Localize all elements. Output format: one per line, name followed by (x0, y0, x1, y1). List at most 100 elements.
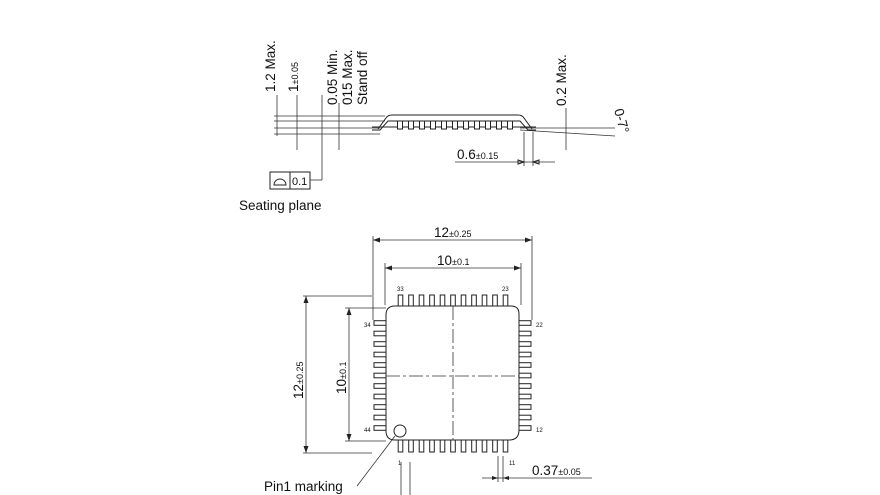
lead-top (492, 294, 498, 307)
dim-overall-width-tol: ±0.25 (449, 229, 471, 239)
lead-bottom (492, 439, 498, 453)
lead-right (518, 341, 532, 347)
dim-height-max: 1.2 Max. (263, 40, 278, 92)
dim-overall-height-nominal: 12 (291, 384, 306, 399)
dim-foot-nominal: 0.6 (457, 147, 476, 162)
dim-body-width-tol: ±0.1 (452, 257, 469, 267)
dim-body-width-nominal: 10 (437, 253, 452, 268)
pin-label-23: 23 (502, 287, 509, 293)
lead-bottom (471, 439, 477, 453)
dim-body-tol: ±0.05 (290, 62, 300, 84)
dim-foot: 0.6±0.15 (457, 147, 498, 162)
pin-label-34: 34 (364, 323, 371, 329)
lead-left (373, 341, 387, 347)
lead-left (373, 383, 387, 389)
lead-top (408, 294, 414, 307)
lead-left (373, 351, 387, 358)
lead-bottom (429, 439, 435, 453)
dim-body-height-tol: ±0.1 (338, 362, 348, 379)
pin-label-1: 1 (398, 461, 402, 467)
lead-bottom (397, 439, 404, 453)
lead-left (373, 393, 387, 400)
dim-pin-width-tol: ±0.05 (558, 467, 580, 477)
lead-side (441, 120, 447, 130)
lead-top (460, 294, 467, 307)
pin-label-33: 33 (397, 287, 404, 293)
pin-label-44: 44 (364, 428, 371, 434)
lead-left (373, 362, 387, 368)
lead-left (373, 320, 387, 326)
lead-top (481, 294, 488, 307)
dim-overall-height: 12±0.25 (291, 362, 306, 400)
dim-foot-tol: ±0.15 (476, 151, 498, 161)
dim-body-nominal: 1±0.05 (286, 62, 301, 92)
flatness-frame: 0.1 (269, 171, 322, 190)
lead-side (496, 120, 502, 130)
lead-bottom (450, 439, 456, 453)
lead-right (518, 393, 532, 400)
pin1-marking-dot (393, 424, 407, 438)
seating-plane-label: Seating plane (239, 198, 322, 213)
dim-angle: 0-7° (611, 107, 632, 135)
pin-label-22: 22 (536, 323, 543, 329)
dim-overall-width-nominal: 12 (434, 225, 449, 240)
dim-pin-width: 0.37±0.05 (532, 463, 581, 478)
lead-bottom (418, 439, 425, 453)
dim-body-height: 10±0.1 (334, 362, 349, 394)
lead-bottom (502, 439, 509, 453)
lead-side (397, 120, 403, 130)
dim-standoff-label: Stand off (355, 51, 370, 105)
top-view-leads (373, 294, 532, 453)
lead-bottom (439, 439, 446, 453)
lead-side (430, 120, 436, 130)
side-view: 1.2 Max. 1±0.05 0.05 Min. 015 Max. Stand… (239, 40, 632, 213)
lead-right (518, 425, 532, 431)
dim-lead-height: 0.2 Max. (554, 54, 569, 106)
dim-standoff-max: 015 Max. (340, 49, 355, 105)
lead-side (408, 120, 414, 130)
top-view: 12±0.25 10±0.1 12±0.25 10±0.1 (264, 225, 592, 495)
lead-right (518, 330, 532, 337)
dim-body-width: 10±0.1 (437, 253, 469, 268)
lead-side (452, 120, 458, 130)
lead-left (373, 425, 387, 431)
package-body-side (377, 114, 533, 130)
pin-label-11: 11 (509, 461, 516, 467)
dim-standoff-min: 0.05 Min. (325, 49, 340, 105)
lead-right (518, 351, 532, 358)
dim-overall-width: 12±0.25 (434, 225, 472, 240)
flatness-value: 0.1 (292, 176, 307, 188)
lead-right (518, 414, 532, 421)
side-view-leads (397, 120, 513, 130)
lead-bottom (408, 439, 414, 453)
lead-bottom (481, 439, 488, 453)
lead-top (418, 294, 425, 307)
lead-left (373, 372, 387, 379)
lead-side (474, 120, 480, 130)
lead-right (518, 404, 532, 410)
dim-pin-width-nominal: 0.37 (532, 463, 558, 478)
lead-top (439, 294, 446, 307)
lead-left (373, 330, 387, 337)
lead-right (518, 320, 532, 326)
pin1-marking-label: Pin1 marking (264, 479, 343, 494)
lead-side (463, 120, 469, 130)
lead-top (397, 294, 404, 307)
lead-top (471, 294, 477, 307)
lead-top (429, 294, 435, 307)
lead-left (373, 414, 387, 421)
lead-side (485, 120, 491, 130)
lead-top (450, 294, 456, 307)
package-body-top (385, 305, 520, 441)
dim-body-nominal-value: 1 (286, 84, 301, 92)
pin-label-12: 12 (536, 428, 543, 434)
dim-body-height-nominal: 10 (334, 379, 349, 394)
flatness-symbol-icon (273, 178, 287, 186)
lead-side (419, 120, 425, 130)
lead-side (507, 120, 513, 130)
lead-left (373, 404, 387, 410)
lead-right (518, 383, 532, 389)
lead-right (518, 362, 532, 368)
lead-right (518, 372, 532, 379)
